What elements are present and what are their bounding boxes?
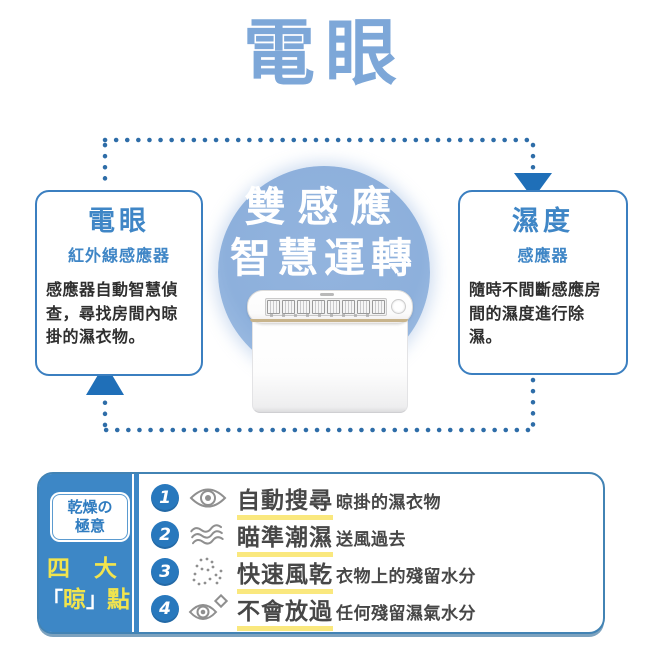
four-points-title-line2: 「晾」點 (42, 587, 130, 614)
badge-line1: 乾燥の (67, 498, 113, 516)
power-button (391, 299, 406, 314)
eye-icon (187, 485, 229, 511)
gold-trim (250, 319, 408, 322)
feature-highlight: 快速風乾 (237, 561, 333, 594)
four-points-title-line1: 四 大 (46, 556, 125, 582)
feature-rest: 晾掛的濕衣物 (336, 492, 441, 513)
feature-rest: 任何殘留濕氣水分 (336, 603, 476, 624)
left-card-title: 電眼 (88, 206, 150, 237)
four-points-box: 乾燥の 極意 四 大 「晾」點 1 自動搜尋晾掛的濕衣物 (37, 472, 605, 634)
air-vents (265, 298, 387, 316)
four-points-title: 四 大 「晾」點 (39, 554, 133, 616)
feature-row-4: 4 不會放過任何殘留濕氣水分 (151, 592, 595, 631)
product-body (252, 312, 408, 413)
feature-row-3: 3 快速風乾衣物上的殘留水分 (151, 555, 595, 594)
feature-list: 1 自動搜尋晾掛的濕衣物 2 (151, 479, 595, 631)
mist-dots-icon (187, 557, 229, 587)
feature-highlight: 不會放過 (237, 598, 333, 631)
feature-row-1: 1 自動搜尋晾掛的濕衣物 (151, 481, 595, 520)
badge-line2: 極意 (74, 516, 105, 535)
left-card-body: 感應器自動智慧偵查，尋找房間內晾掛的濕衣物。 (46, 280, 179, 346)
right-card-title: 濕度 (512, 206, 574, 237)
number-badge-1: 1 (151, 483, 179, 512)
feature-highlight: 瞄準潮濕 (237, 524, 333, 557)
number-badge-4: 4 (151, 594, 179, 623)
dual-sensor-caption: 雙感應 智慧運轉 (218, 182, 430, 285)
feature-highlight: 自動搜尋 (237, 487, 333, 520)
page-title: 電眼 (242, 11, 407, 95)
dual-sensor-line1: 雙感應 (244, 183, 404, 231)
left-card-subtitle: 紅外線感應器 (67, 246, 170, 266)
feature-row-2: 2 瞄準潮濕送風過去 (151, 518, 595, 557)
eye-sparkle-icon (187, 593, 229, 624)
feature-rest: 衣物上的殘留水分 (336, 566, 476, 587)
number-badge-2: 2 (151, 520, 179, 549)
product-top-lid (247, 290, 413, 324)
right-card-subtitle: 感應器 (517, 246, 569, 266)
number-badge-3: 3 (151, 557, 179, 586)
right-card-body: 隨時不間斷感應房間的濕度進行除濕。 (469, 280, 602, 346)
infrared-sensor-card: 電眼 紅外線感應器 感應器自動智慧偵查，尋找房間內晾掛的濕衣物。 (35, 190, 203, 376)
dual-sensor-line2: 智慧運轉 (230, 234, 418, 283)
drying-essence-badge: 乾燥の 極意 (50, 492, 130, 542)
feature-rest: 送風過去 (336, 529, 406, 550)
brand-mark (320, 293, 334, 296)
airflow-waves-icon (187, 522, 229, 548)
control-labels (270, 314, 378, 317)
humidity-sensor-card: 濕度 感應器 隨時不間斷感應房間的濕度進行除濕。 (458, 190, 628, 375)
dual-sensor-circle: 雙感應 智慧運轉 (218, 166, 430, 378)
drying-essence-panel: 乾燥の 極意 四 大 「晾」點 (39, 474, 139, 632)
